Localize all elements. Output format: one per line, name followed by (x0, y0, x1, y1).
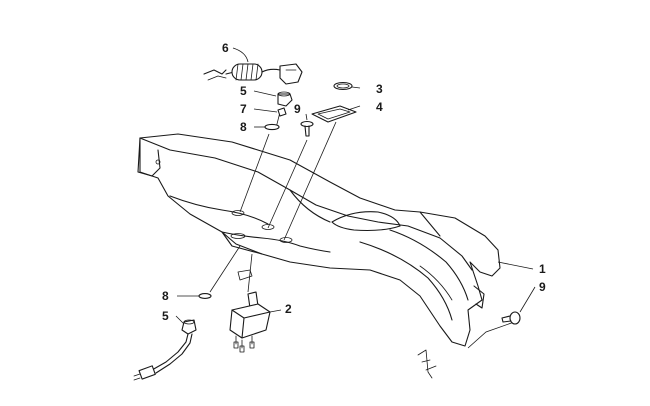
callout-8-top: 8 (240, 120, 247, 134)
callout-1: 1 (539, 262, 546, 276)
callout-3: 3 (376, 82, 383, 96)
callout-9-top: 9 (294, 102, 301, 116)
grommet-top-part (264, 123, 280, 131)
screw-top-part (300, 120, 314, 137)
callout-5-bottom: 5 (162, 309, 169, 323)
lens-plate-part (311, 105, 357, 123)
callout-4: 4 (376, 100, 383, 114)
pushpin-right-part (501, 311, 521, 325)
bulb-socket-top-part (277, 91, 293, 107)
callout-8-bottom: 8 (162, 289, 169, 303)
seat-pan-part (137, 133, 501, 379)
toggle-switch-part (229, 269, 271, 353)
grommet-bottom-part (198, 293, 212, 299)
lens-ring-part (333, 81, 353, 91)
callout-5-top: 5 (240, 84, 247, 98)
wire-harness-part (203, 63, 303, 85)
callout-9-right: 9 (539, 280, 546, 294)
callout-leaders (175, 47, 536, 325)
callout-6: 6 (222, 41, 229, 55)
assembly-lines (209, 111, 521, 349)
callout-7: 7 (240, 102, 247, 116)
socket-wire-part (133, 319, 197, 381)
callout-2: 2 (285, 302, 292, 316)
callout-labels: 1 2 3 4 5 5 6 7 8 8 9 9 (162, 41, 546, 323)
bulb-part (277, 107, 287, 117)
